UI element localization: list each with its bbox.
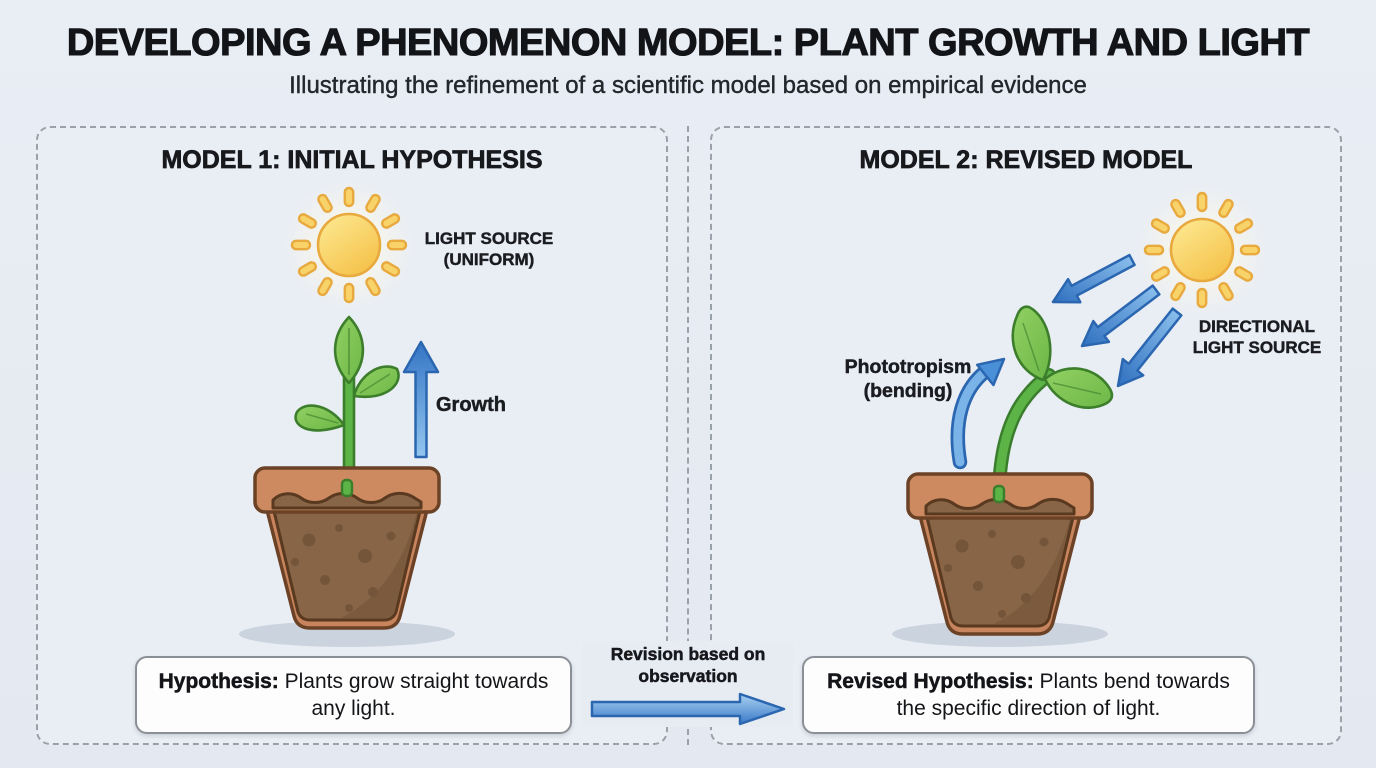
panel-2-title: MODEL 2: REVISED MODEL bbox=[859, 146, 1193, 175]
growth-label: Growth bbox=[436, 394, 506, 416]
straight-plant-icon bbox=[294, 315, 400, 498]
phototropism-arrow-icon bbox=[950, 357, 1006, 470]
page-title: DEVELOPING A PHENOMENON MODEL: PLANT GRO… bbox=[66, 21, 1310, 64]
panel-model-2: MODEL 2: REVISED MODEL bbox=[710, 126, 1342, 745]
panel-model-1: MODEL 1: INITIAL HYPOTHESIS bbox=[36, 126, 668, 745]
panel-divider bbox=[687, 126, 689, 745]
sun-icon bbox=[1134, 182, 1270, 318]
phototropism-label: Phototropism (bending) bbox=[844, 356, 972, 402]
light-source-uniform-label: LIGHT SOURCE (UNIFORM) bbox=[424, 229, 554, 269]
panel-1-title: MODEL 1: INITIAL HYPOTHESIS bbox=[161, 146, 543, 175]
revision-label: Revision based on observation bbox=[610, 644, 766, 686]
growth-arrow-icon bbox=[402, 340, 440, 459]
model-2-illustration bbox=[892, 182, 1270, 647]
revised-hypothesis-box: Revised Hypothesis: Plants bend towards … bbox=[802, 656, 1255, 734]
revision-annotation: Revision based on observation bbox=[583, 641, 793, 727]
pot-shadow bbox=[239, 621, 455, 647]
light-ray-arrows-icon bbox=[1051, 253, 1183, 388]
revision-arrow-icon bbox=[590, 692, 786, 725]
sun-icon bbox=[281, 177, 417, 313]
hypothesis-box: Hypothesis: Plants grow straight towards… bbox=[135, 656, 572, 734]
page-subtitle: Illustrating the refinement of a scienti… bbox=[289, 72, 1087, 99]
model-1-illustration bbox=[239, 177, 455, 647]
bent-plant-icon bbox=[992, 305, 1114, 499]
pot-icon bbox=[906, 472, 1094, 636]
pot-icon bbox=[253, 466, 441, 630]
directional-light-source-label: DIRECTIONAL LIGHT SOURCE bbox=[1192, 317, 1322, 357]
